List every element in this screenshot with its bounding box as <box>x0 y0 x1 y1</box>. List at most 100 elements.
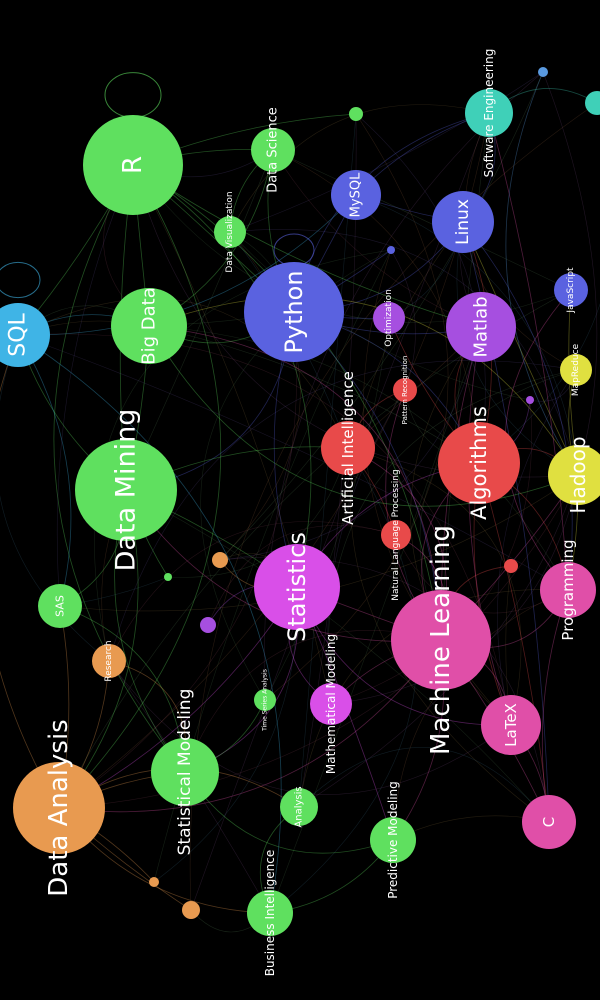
ambient-edge <box>272 149 482 328</box>
node-optimization[interactable] <box>373 302 405 334</box>
ambient-edge <box>229 104 490 233</box>
node-predictive-modeling[interactable] <box>370 817 416 863</box>
label-nlp: Natural Language Processing <box>391 469 401 600</box>
node-data-analysis[interactable] <box>13 762 105 854</box>
ambient-edge <box>229 231 531 401</box>
label-python: Python <box>280 270 308 353</box>
ambient-edge <box>264 113 449 701</box>
label-mathematical-modeling: Mathematical Modeling <box>324 634 338 774</box>
ambient-edge <box>497 369 577 726</box>
node-statistics[interactable] <box>254 544 340 630</box>
ambient-edge <box>456 221 579 476</box>
edge-r-matlab <box>132 164 482 328</box>
node-n8[interactable] <box>387 246 395 254</box>
label-linux: Linux <box>453 199 473 245</box>
ambient-edge <box>58 474 579 809</box>
label-latex: LaTeX <box>502 703 520 747</box>
node-n5[interactable] <box>182 901 200 919</box>
node-n10[interactable] <box>538 67 548 77</box>
node-machine-learning[interactable] <box>391 590 491 690</box>
node-n9[interactable] <box>526 396 534 404</box>
node-n3[interactable] <box>200 617 216 633</box>
node-r[interactable] <box>83 115 183 215</box>
edge-r-statistical-modeling <box>53 164 186 773</box>
label-software-engineering: Software Engineering <box>482 49 496 178</box>
node-matlab[interactable] <box>446 292 516 362</box>
label-pattern-recognition: Pattern Recognition <box>401 356 409 425</box>
ambient-edge <box>17 298 349 449</box>
ambient-edge <box>269 326 482 914</box>
node-data-science[interactable] <box>251 128 295 172</box>
node-mapreduce[interactable] <box>560 354 592 386</box>
node-mathematical-modeling[interactable] <box>310 683 352 725</box>
node-linux[interactable] <box>432 191 494 253</box>
node-big-data[interactable] <box>111 288 187 364</box>
node-c[interactable] <box>522 795 576 849</box>
node-javascript[interactable] <box>554 273 588 307</box>
edge-machine-learning-big-data <box>148 325 442 641</box>
ambient-edge <box>229 229 579 476</box>
node-data-mining[interactable] <box>75 439 177 541</box>
node-hadoop[interactable] <box>548 445 600 505</box>
label-data-science: Data Science <box>266 107 281 193</box>
label-statistics: Statistics <box>283 532 311 642</box>
node-artificial-intelligence[interactable] <box>321 421 375 475</box>
ambient-edge <box>148 325 480 464</box>
node-n6[interactable] <box>212 552 228 568</box>
node-latex[interactable] <box>481 695 541 755</box>
node-n1[interactable] <box>149 877 159 887</box>
node-research[interactable] <box>92 644 126 678</box>
edge-big-data-hadoop <box>148 325 579 507</box>
node-n2[interactable] <box>164 573 172 581</box>
label-business-intelligence: Business Intelligence <box>263 850 277 977</box>
ambient-edge <box>327 369 577 705</box>
node-n7[interactable] <box>349 107 363 121</box>
node-n11[interactable] <box>585 91 600 115</box>
edge-n10-hadoop <box>505 71 579 476</box>
ambient-edge <box>464 112 577 371</box>
ambient-edge <box>153 586 298 883</box>
ambient-edge <box>272 149 572 291</box>
ambient-edge <box>298 747 550 823</box>
edge-programming-c <box>541 589 569 823</box>
ambient-edge <box>327 389 406 705</box>
label-analysis: Analysis <box>294 786 305 827</box>
node-algorithms[interactable] <box>438 422 520 504</box>
node-mysql[interactable] <box>331 170 381 220</box>
label-data-mining: Data Mining <box>111 409 142 572</box>
ambient-edge <box>419 369 577 641</box>
node-statistical-modeling[interactable] <box>151 738 219 806</box>
node-time-series[interactable] <box>254 689 276 711</box>
node-n4[interactable] <box>504 559 518 573</box>
node-software-engineering[interactable] <box>465 89 513 137</box>
node-analysis[interactable] <box>280 788 318 826</box>
label-programming: Programming <box>559 539 577 640</box>
node-pattern-recognition[interactable] <box>393 378 417 402</box>
node-programming[interactable] <box>540 562 596 618</box>
ambient-edge <box>478 102 600 464</box>
node-data-visualization[interactable] <box>214 216 246 248</box>
node-business-intelligence[interactable] <box>247 890 293 936</box>
ambient-edge <box>347 447 522 726</box>
label-sas: SAS <box>54 595 67 617</box>
edge-programming-software-engineering <box>488 112 569 591</box>
ambient-edge <box>17 334 569 591</box>
node-python[interactable] <box>244 262 344 362</box>
edge-python-machine-learning <box>293 311 442 641</box>
node-nlp[interactable] <box>381 520 411 550</box>
label-hadoop: Hadoop <box>566 436 590 513</box>
label-predictive-modeling: Predictive Modeling <box>386 781 400 899</box>
node-sas[interactable] <box>38 584 82 628</box>
ambient-edge <box>272 149 480 464</box>
node-sql[interactable] <box>0 303 50 367</box>
label-algorithms: Algorithms <box>467 406 491 520</box>
label-r: R <box>118 156 148 174</box>
label-big-data: Big Data <box>139 287 160 364</box>
ambient-edge <box>355 194 579 476</box>
edge-r-machine-learning <box>132 164 442 641</box>
label-c: C <box>540 817 558 827</box>
ambient-edge <box>440 112 490 641</box>
label-sql: SQL <box>6 312 31 356</box>
